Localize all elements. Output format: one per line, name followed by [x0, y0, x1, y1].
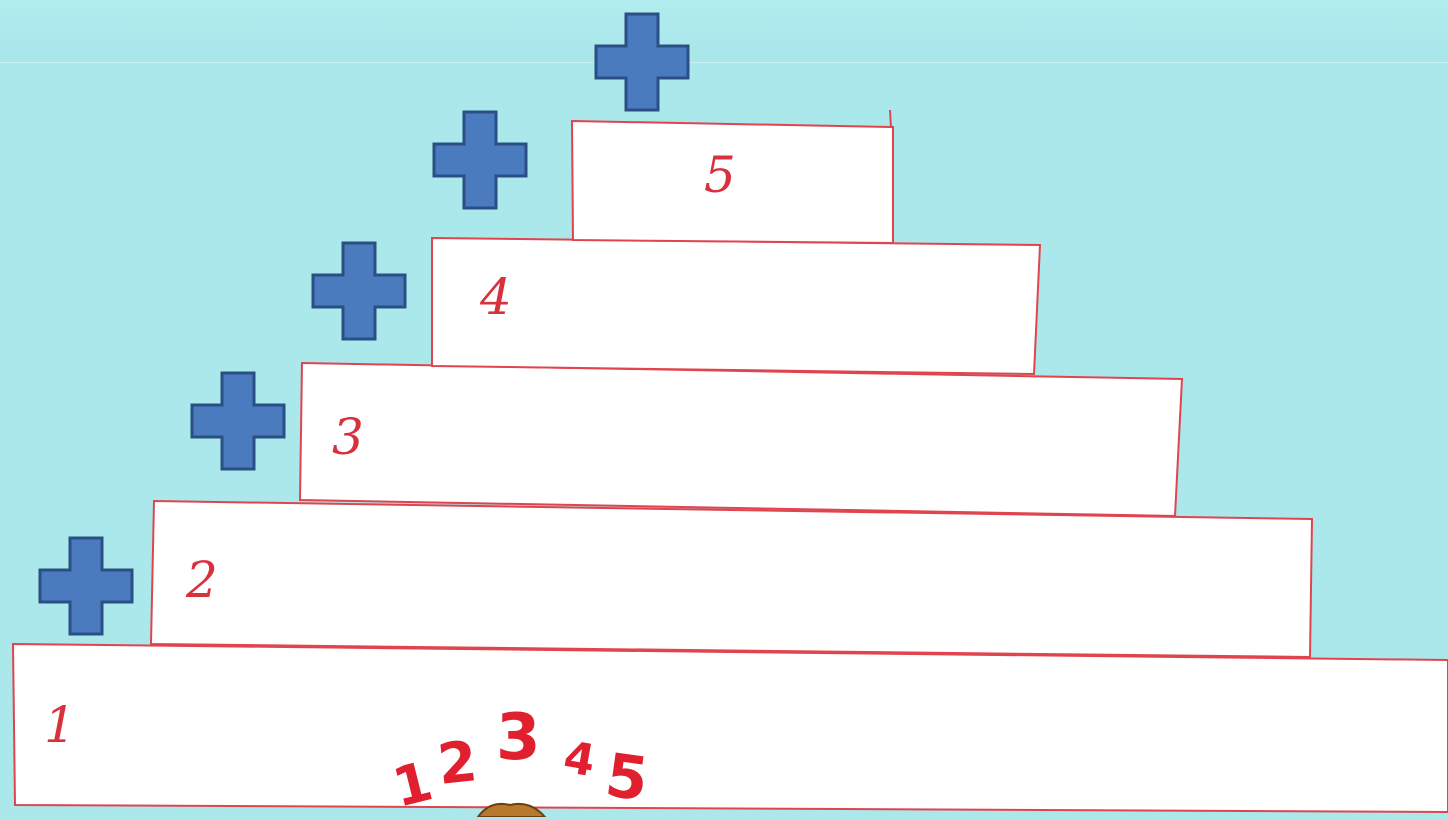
- step-label-2: 2: [186, 555, 218, 605]
- sequence-digit-2: 2: [435, 734, 480, 794]
- step-1-box: [13, 644, 1448, 812]
- sequence-digit-3: 3: [496, 706, 541, 770]
- step-label-4: 4: [480, 272, 512, 322]
- plus-icon: [192, 373, 284, 469]
- step-label-1: 1: [44, 700, 76, 750]
- sequence-digit-5: 5: [602, 745, 652, 810]
- plus-icon: [313, 243, 405, 339]
- step-2-box: [151, 501, 1312, 657]
- step-3-box: [300, 363, 1182, 516]
- plus-icon: [40, 538, 132, 634]
- step-label-5: 5: [704, 150, 736, 200]
- plus-icon: [434, 112, 526, 208]
- step-label-3: 3: [332, 412, 364, 462]
- step-4-box: [432, 238, 1040, 374]
- plus-icon: [596, 14, 688, 110]
